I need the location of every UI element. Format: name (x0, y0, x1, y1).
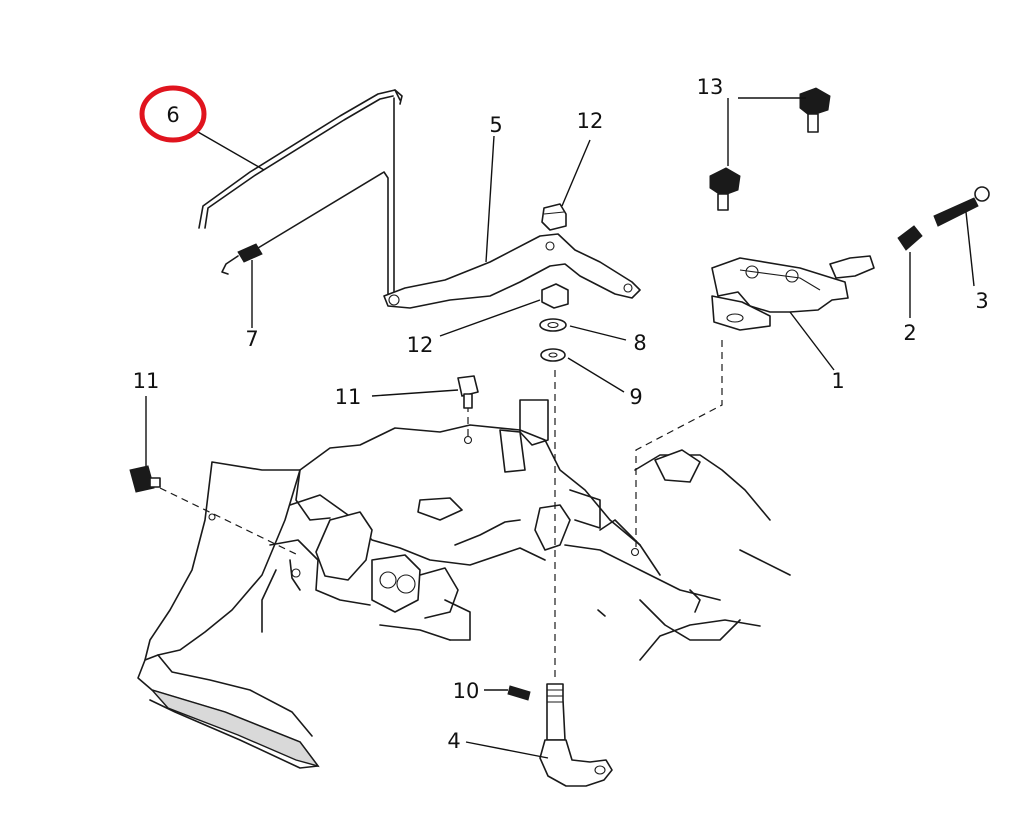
part-3-bolt (933, 186, 990, 227)
part-11-bolts (129, 375, 479, 493)
callout-4: 4 (447, 729, 460, 753)
callout-labels: 6 5 12 13 7 12 8 9 11 11 1 2 3 10 4 (133, 75, 989, 753)
fastener-stack (539, 203, 569, 362)
callout-8: 8 (633, 331, 646, 355)
callout-12-top: 12 (577, 109, 604, 133)
part-4-pivot (539, 683, 613, 787)
callout-6: 6 (166, 103, 179, 127)
callout-9: 9 (629, 385, 642, 409)
part-7-spring (221, 97, 395, 297)
part-5-lever (383, 233, 641, 309)
callout-5: 5 (489, 113, 502, 137)
leader-lines (145, 97, 975, 759)
assembly-lines (159, 340, 723, 680)
callout-11-mid: 11 (335, 385, 362, 409)
part-1-bracket (711, 255, 875, 331)
callout-12-bottom: 12 (407, 333, 434, 357)
highlight-circle (139, 85, 207, 143)
part-6-rod (198, 89, 403, 229)
callout-3: 3 (975, 289, 988, 313)
callout-10: 10 (453, 679, 480, 703)
callout-1: 1 (831, 369, 844, 393)
callout-13: 13 (697, 75, 724, 99)
machine-body (137, 399, 791, 769)
callout-7: 7 (245, 327, 258, 351)
part-10-pin (507, 685, 531, 701)
callout-11-left: 11 (133, 369, 160, 393)
part-13-bolts (709, 87, 831, 211)
callout-2: 2 (903, 321, 916, 345)
part-2-spring (897, 225, 923, 251)
